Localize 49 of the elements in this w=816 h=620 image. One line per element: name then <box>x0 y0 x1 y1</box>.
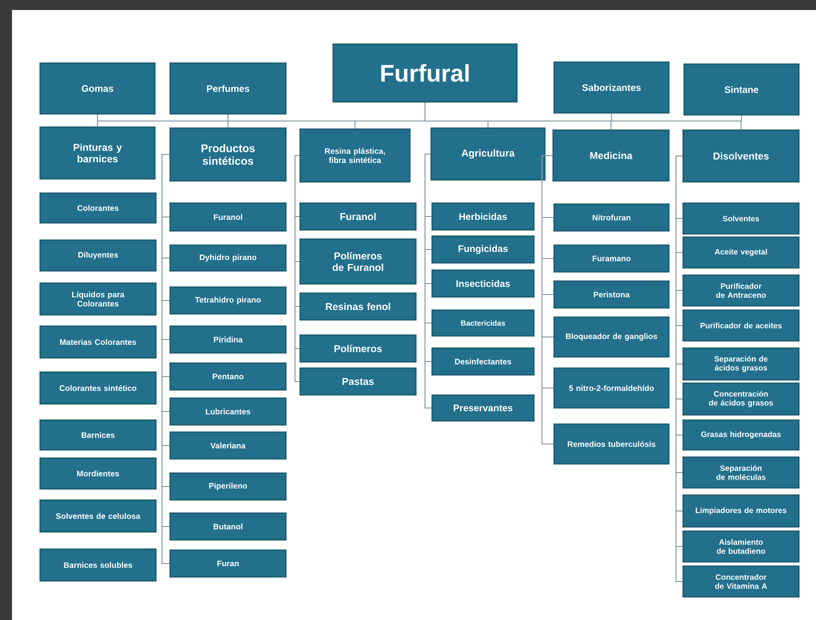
category-box: Preservantes <box>432 394 534 422</box>
category-box: Saborizantes <box>554 62 670 114</box>
category-box: 5 nitro-2-formaldehído <box>554 367 670 408</box>
category-box: Resina plástica, fibra sintética <box>300 128 410 182</box>
category-box: Butanol <box>170 512 286 540</box>
category-box: Medicina <box>552 129 670 182</box>
category-box: Pentano <box>170 362 286 390</box>
category-box: Herbicidas <box>432 202 534 230</box>
connector-line <box>424 102 742 130</box>
category-box: Perfumes <box>170 62 286 114</box>
category-box: Desinfectantes <box>432 347 534 376</box>
category-box: Fungicidas <box>432 235 534 264</box>
category-box: Barnices solubles <box>40 548 156 582</box>
category-box: Barnices <box>40 419 156 450</box>
category-box: Furamano <box>554 244 670 272</box>
category-box: Diluyentes <box>40 239 156 272</box>
category-box: Lubricantes <box>170 397 286 426</box>
category-box: Mordientes <box>40 457 156 490</box>
category-box: Furan <box>170 549 286 578</box>
category-box: Furanol <box>170 202 286 232</box>
category-box: Polímeros <box>300 334 416 362</box>
category-box: Tetrahidro pirano <box>170 286 286 314</box>
category-box: Solventes de celulosa <box>40 499 156 532</box>
category-box: Dyhidro pirano <box>170 244 286 272</box>
category-box: Polímeros de Furanol <box>300 238 416 284</box>
category-box: Peristona <box>554 280 670 308</box>
category-box: Colorantes sintético <box>40 371 156 404</box>
connector-line <box>542 155 554 444</box>
category-box: Furanol <box>300 202 416 230</box>
category-box: Materias Colorantes <box>40 325 156 358</box>
category-box: Agricultura <box>430 127 546 180</box>
title-box: Furfural <box>332 44 518 102</box>
category-box: Resinas fenol <box>300 292 416 320</box>
connector-line <box>424 153 432 408</box>
category-box: Gomas <box>40 62 156 114</box>
category-box: Nitrofuran <box>554 204 670 232</box>
category-box: Pinturas y barnices <box>40 126 156 180</box>
category-box: Productos sintéticos <box>170 127 286 182</box>
category-box: Líquidos para Colorantes <box>40 282 156 316</box>
category-box: Piridina <box>170 325 286 354</box>
category-box: Bloqueador de ganglios <box>554 316 670 358</box>
category-box: Pastas <box>300 367 416 396</box>
category-box: Valeriana <box>170 431 286 460</box>
category-box: Piperileno <box>170 472 286 500</box>
category-box: Sintane <box>684 64 800 116</box>
category-box: Insecticidas <box>432 270 534 298</box>
category-box: Colorantes <box>40 192 156 224</box>
category-box: Remedios tuberculósis <box>554 423 670 464</box>
category-box: Disolventes <box>682 129 800 182</box>
